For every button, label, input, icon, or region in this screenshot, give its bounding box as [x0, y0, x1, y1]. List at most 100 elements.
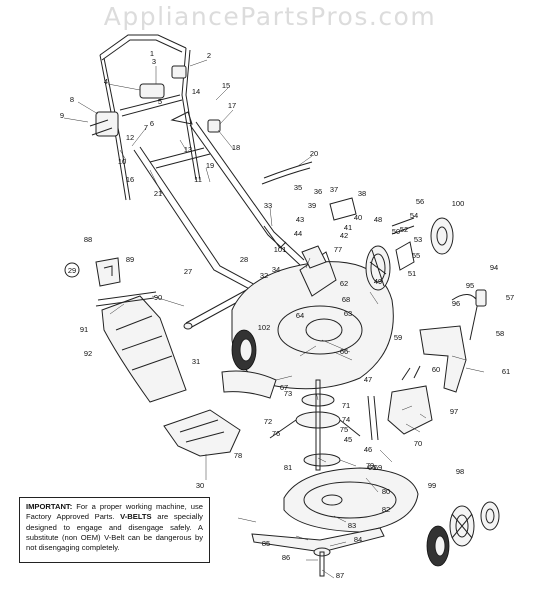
callout-number-30: 30: [196, 481, 204, 490]
callout-number-68: 68: [342, 295, 350, 304]
notice-important-text: For a proper working machine, use Factor…: [26, 502, 203, 522]
callout-number-3: 3: [152, 57, 156, 66]
callout-number-80: 80: [382, 487, 390, 496]
callout-number-82: 82: [382, 505, 390, 514]
callout-number-55: 55: [412, 251, 420, 260]
callout-number-65: 65: [368, 463, 376, 472]
callout-number-74: 74: [342, 415, 350, 424]
callout-number-66: 66: [340, 347, 348, 356]
callout-number-62: 62: [340, 279, 348, 288]
bail-cable: [261, 161, 313, 249]
callout-number-87: 87: [336, 571, 344, 580]
callout-number-96: 96: [452, 299, 460, 308]
callout-number-8: 8: [70, 95, 74, 104]
callout-number-71: 71: [342, 401, 350, 410]
callout-number-77: 77: [334, 245, 342, 254]
callout-number-57: 57: [506, 293, 514, 302]
callout-number-13: 13: [184, 145, 192, 154]
callout-number-20: 20: [310, 149, 318, 158]
callout-number-6: 6: [150, 119, 154, 128]
wheel-100: [430, 217, 454, 255]
callout-number-9: 9: [60, 111, 64, 120]
callout-number-51: 51: [408, 269, 416, 278]
callout-number-52: 52: [400, 225, 408, 234]
callout-number-72: 72: [264, 417, 272, 426]
callout-number-36: 36: [314, 187, 322, 196]
important-notice-box: IMPORTANT: For a proper working machine,…: [19, 497, 210, 563]
callout-number-59: 59: [394, 333, 402, 342]
callout-number-47: 47: [364, 375, 372, 384]
callout-number-60: 60: [432, 365, 440, 374]
callout-number-5: 5: [158, 97, 162, 106]
callout-number-14: 14: [192, 87, 200, 96]
handle-controls: [89, 65, 221, 137]
callout-number-84: 84: [354, 535, 362, 544]
notice-vbelts-heading: V-BELTS: [120, 512, 152, 522]
callout-number-28: 28: [240, 255, 248, 264]
callout-number-12: 12: [126, 133, 134, 142]
callout-number-73: 73: [284, 389, 292, 398]
callout-number-37: 37: [330, 185, 338, 194]
callout-number-2: 2: [207, 51, 211, 60]
upper-handle: [99, 34, 201, 201]
callout-number-98: 98: [456, 467, 464, 476]
blade-85: [251, 527, 385, 577]
rear-wheel-left: [231, 329, 257, 371]
side-discharge-chute-30: [163, 409, 241, 457]
callout-number-86: 86: [282, 553, 290, 562]
callout-number-4: 4: [104, 77, 108, 86]
transmission-assembly: [367, 365, 433, 441]
callout-number-101: 101: [274, 245, 287, 254]
callout-number-61: 61: [502, 367, 510, 376]
callout-number-16: 16: [126, 175, 134, 184]
callout-number-81: 81: [284, 463, 292, 472]
callout-number-44: 44: [294, 229, 302, 238]
callout-number-91: 91: [80, 325, 88, 334]
callout-number-64: 64: [296, 311, 304, 320]
callout-number-17: 17: [228, 101, 236, 110]
callout-number-92: 92: [84, 349, 92, 358]
callout-leaders: [63, 59, 485, 579]
callout-number-99: 99: [428, 481, 436, 490]
rear-wheel-99-right: [480, 501, 500, 531]
callout-number-70: 70: [414, 439, 422, 448]
callout-number-50: 50: [392, 227, 400, 236]
callout-number-78: 78: [234, 451, 242, 460]
callout-number-46: 46: [364, 445, 372, 454]
rear-wheel-98: [449, 505, 475, 547]
callout-number-49: 49: [374, 277, 382, 286]
callout-number-88: 88: [84, 235, 92, 244]
callout-number-39: 39: [308, 201, 316, 210]
callout-number-38: 38: [358, 189, 366, 198]
callout-number-40: 40: [354, 213, 362, 222]
callout-number-35: 35: [294, 183, 302, 192]
callout-number-67: 67: [280, 383, 288, 392]
callout-number-58: 58: [496, 329, 504, 338]
callout-number-76: 76: [272, 429, 280, 438]
callout-number-18: 18: [232, 143, 240, 152]
grass-bag-92: [95, 291, 187, 403]
callout-number-19: 19: [206, 161, 214, 170]
callout-number-79: 79: [366, 461, 374, 470]
callout-number-42: 42: [340, 231, 348, 240]
callout-number-21: 21: [154, 189, 162, 198]
notice-important-heading: IMPORTANT:: [26, 502, 73, 511]
circled-callout-29: 29: [64, 262, 80, 278]
drive-bracket-60: [419, 289, 487, 393]
rear-wheel-99-left: [426, 525, 450, 567]
callout-number-34: 34: [272, 265, 280, 274]
callout-number-63: 63: [344, 309, 352, 318]
callout-number-69: 69: [374, 463, 382, 472]
callout-number-85: 85: [262, 539, 270, 548]
callout-number-48: 48: [374, 215, 382, 224]
callout-number-33: 33: [264, 201, 272, 210]
callout-number-7: 7: [144, 123, 148, 132]
callout-number-90: 90: [154, 293, 162, 302]
callout-number-27: 27: [184, 267, 192, 276]
callout-number-11: 11: [194, 175, 202, 184]
callout-number-45: 45: [344, 435, 352, 444]
callout-number-97: 97: [450, 407, 458, 416]
